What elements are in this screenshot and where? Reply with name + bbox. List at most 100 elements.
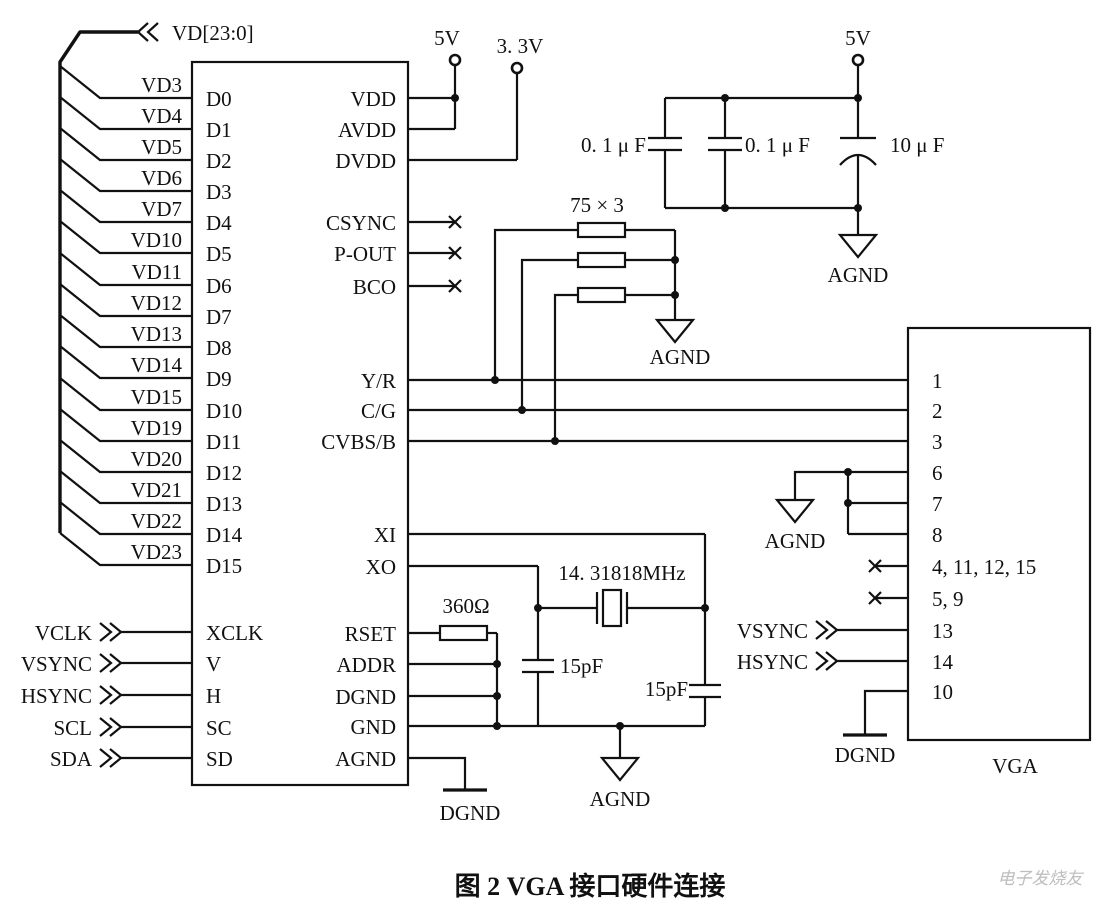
vd-branch-wire <box>59 158 192 193</box>
chip-pin-label-right: GND <box>351 715 397 739</box>
chip-pin-label-right: RSET <box>345 622 397 646</box>
input-arrow-icon <box>99 685 113 705</box>
vga-pin-number: 1 <box>932 369 943 393</box>
input-arrow-icon <box>99 717 113 737</box>
input-arrow-icon <box>99 622 113 642</box>
chip-pin-label-left: D11 <box>206 430 241 454</box>
vga-pin-number: 4, 11, 12, 15 <box>932 555 1036 579</box>
3v3-label: 3. 3V <box>497 34 544 58</box>
5v-terminal <box>448 53 462 67</box>
junction-dot <box>844 468 852 476</box>
resistor-360 <box>438 624 489 642</box>
chip-agnd-ground: DGND <box>408 756 500 825</box>
5v-label: 5V <box>434 26 460 50</box>
no-connect-icon <box>448 246 462 260</box>
agnd-label: AGND <box>765 529 826 553</box>
resistor-feed-wire <box>493 228 578 380</box>
5v-label: 5V <box>845 26 871 50</box>
chip-pin-label-left: D5 <box>206 242 232 266</box>
chip-pin-label-left: D14 <box>206 523 243 547</box>
chip-power: 5V 3. 3V <box>408 26 544 162</box>
vd-branch-wire <box>59 377 192 412</box>
capacitor-value-label: 0. 1 μ F <box>581 133 646 157</box>
vga-pin-number: 13 <box>932 619 953 643</box>
chip-pin-label-left: D7 <box>206 305 232 329</box>
vd-line-label: VD20 <box>131 447 182 471</box>
vd-branch-wire <box>59 345 192 380</box>
chip-pin-label-left: D2 <box>206 149 232 173</box>
input-signal-label: VSYNC <box>21 652 92 676</box>
chip-pin-label-right: CVBS/B <box>321 430 396 454</box>
vga-pin-number: 2 <box>932 399 943 423</box>
no-connect-icon <box>448 215 462 229</box>
vga-pin-number: 14 <box>932 650 954 674</box>
pin6-wire <box>793 470 908 500</box>
agnd-icon <box>774 498 816 524</box>
agnd-label: AGND <box>650 345 711 369</box>
chip-pin-label-left: V <box>206 652 221 676</box>
vd-line-label: VD5 <box>141 135 182 159</box>
vd-branch-wire <box>59 252 192 287</box>
rset-network: 360Ω <box>408 594 501 730</box>
vd-branch-wire <box>59 408 192 443</box>
chip-pin-label-left: SC <box>206 716 232 740</box>
vga-pin-number: 10 <box>932 680 953 704</box>
chip-pin-label-right: VDD <box>351 87 397 111</box>
vd-branch-wire <box>59 220 192 255</box>
no-connect-icon <box>868 591 882 605</box>
agnd-icon <box>599 756 641 782</box>
resistor-75 <box>576 286 627 304</box>
vd-branch-wire <box>59 532 192 567</box>
junction-dot <box>844 499 852 507</box>
chip-pin-label-left: D6 <box>206 274 232 298</box>
junction-dot <box>451 94 459 102</box>
vd-branch-wire <box>59 96 192 131</box>
crystal-body <box>601 588 623 628</box>
vd-branch-wire <box>59 127 192 162</box>
chip-pin-label-left: D8 <box>206 336 232 360</box>
capacitor-value-label: 0. 1 μ F <box>745 133 810 157</box>
vd-line-label: VD12 <box>131 291 182 315</box>
3v3-terminal <box>510 61 524 75</box>
chip-pin-label-left: D10 <box>206 399 242 423</box>
agnd-pin-wire <box>408 756 467 790</box>
bus-arrow-icon <box>136 22 149 42</box>
input-arrow-icon <box>99 653 113 673</box>
vd-branch-wire <box>59 470 192 505</box>
vd-line-label: VD10 <box>131 228 182 252</box>
junction-dot <box>493 722 501 730</box>
vga-pin-number: 7 <box>932 492 943 516</box>
input-signal-label: SCL <box>53 716 92 740</box>
vd-line-label: VD11 <box>131 260 182 284</box>
vd-line-label: VD22 <box>131 509 182 533</box>
chip-pin-label-right: DGND <box>335 685 396 709</box>
agnd-icon <box>837 233 879 259</box>
input-arrow-icon <box>815 620 829 640</box>
vga-sync-label: HSYNC <box>737 650 808 674</box>
capacitor-value-label: 15pF <box>645 677 688 701</box>
unconnected-pins <box>408 215 462 293</box>
chip-pin-label-right: ADDR <box>336 653 396 677</box>
vd-line-label: VD23 <box>131 540 182 564</box>
vd-branch-wire <box>59 314 192 349</box>
vd-branch-wire <box>59 439 192 474</box>
chip-pin-label-right: AGND <box>335 747 396 771</box>
vd-line-label: VD3 <box>141 73 182 97</box>
junction-dot <box>493 692 501 700</box>
vd-line-label: VD14 <box>131 353 183 377</box>
watermark: 电子发烧友 <box>998 869 1085 889</box>
bus-label: VD[23:0] <box>172 21 254 45</box>
no-connect-icon <box>868 559 882 573</box>
chip-pin-label-right: XO <box>366 555 396 579</box>
chip-pin-label-right: BCO <box>353 275 396 299</box>
vga-pin-number: 8 <box>932 523 943 547</box>
chip-pin-label-left: H <box>206 684 221 708</box>
agnd-label: AGND <box>590 787 651 811</box>
junction-dot <box>671 291 679 299</box>
vd-branches: VD3VD4VD5VD6VD7VD10VD11VD12VD13VD14VD15V… <box>59 65 192 567</box>
junction-dot <box>493 660 501 668</box>
